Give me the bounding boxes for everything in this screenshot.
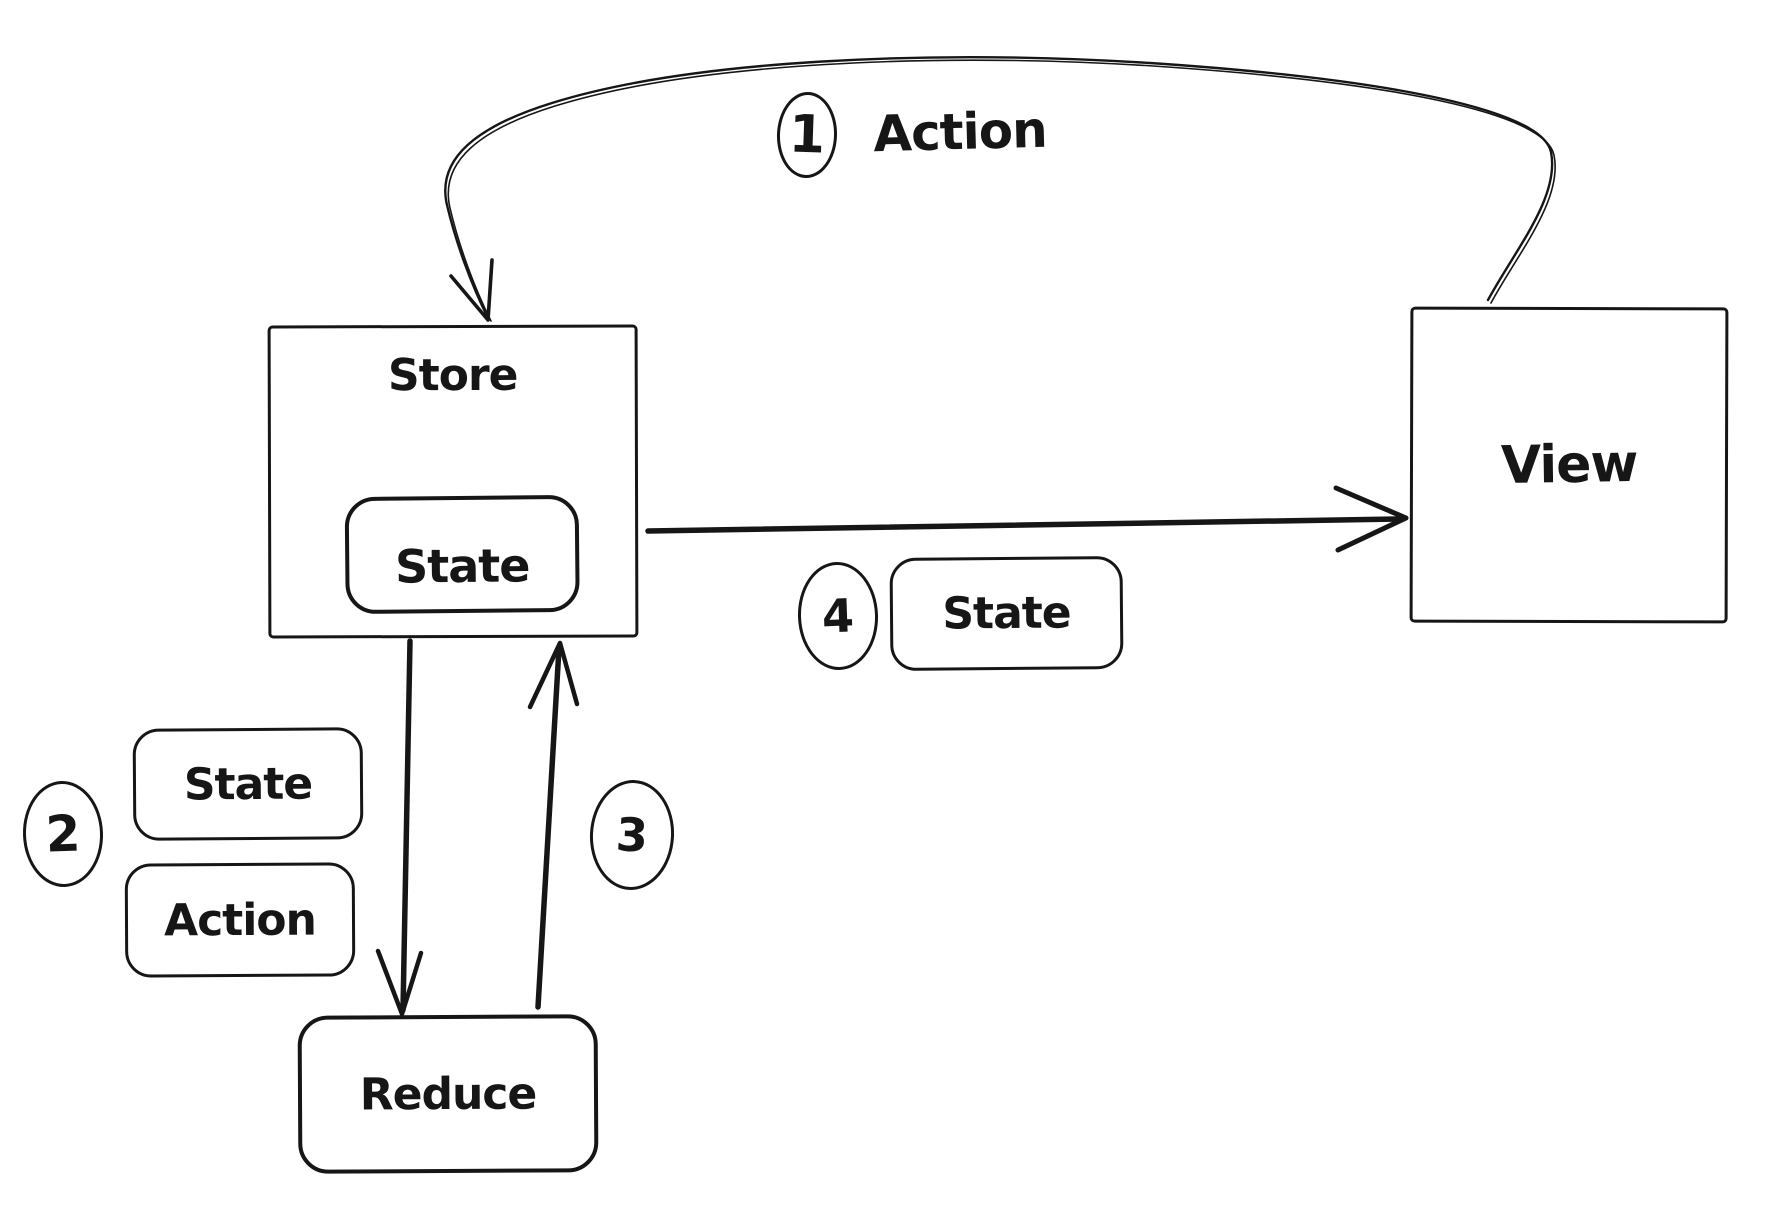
- step-2-state-label: State: [183, 758, 313, 810]
- view-node: View: [1409, 306, 1729, 624]
- view-label: View: [1500, 433, 1638, 497]
- step-1-number: 1: [787, 104, 827, 166]
- step-4-state-chip: State: [889, 555, 1124, 672]
- store-state-label: State: [394, 537, 530, 594]
- arrowhead-right-icon: [1333, 485, 1409, 553]
- store-to-reduce-arrow: [375, 638, 424, 1017]
- store-node: Store State: [267, 324, 639, 639]
- arrowhead-down-icon: [449, 258, 494, 322]
- step-2-state-chip: State: [132, 727, 364, 841]
- step-2-action-chip: Action: [124, 862, 356, 978]
- reduce-label: Reduce: [359, 1068, 537, 1120]
- step-2-action-label: Action: [163, 894, 317, 946]
- step-2-number: 2: [44, 804, 82, 864]
- reduce-to-store-arrow: [527, 640, 580, 1010]
- store-label: Store: [387, 349, 518, 402]
- arrowhead-up-icon: [527, 640, 580, 710]
- arrowhead-down-icon: [375, 948, 424, 1017]
- reduce-node: Reduce: [297, 1014, 599, 1174]
- store-state-node: State: [344, 494, 580, 615]
- store-to-view-state-arrow: [645, 485, 1409, 553]
- step-4-number: 4: [821, 588, 855, 644]
- step-3-number: 3: [614, 807, 650, 863]
- step-1-action-label: Action: [872, 100, 1048, 164]
- step-4-state-label: State: [942, 587, 1071, 640]
- view-to-store-action-arrow: [444, 56, 1556, 322]
